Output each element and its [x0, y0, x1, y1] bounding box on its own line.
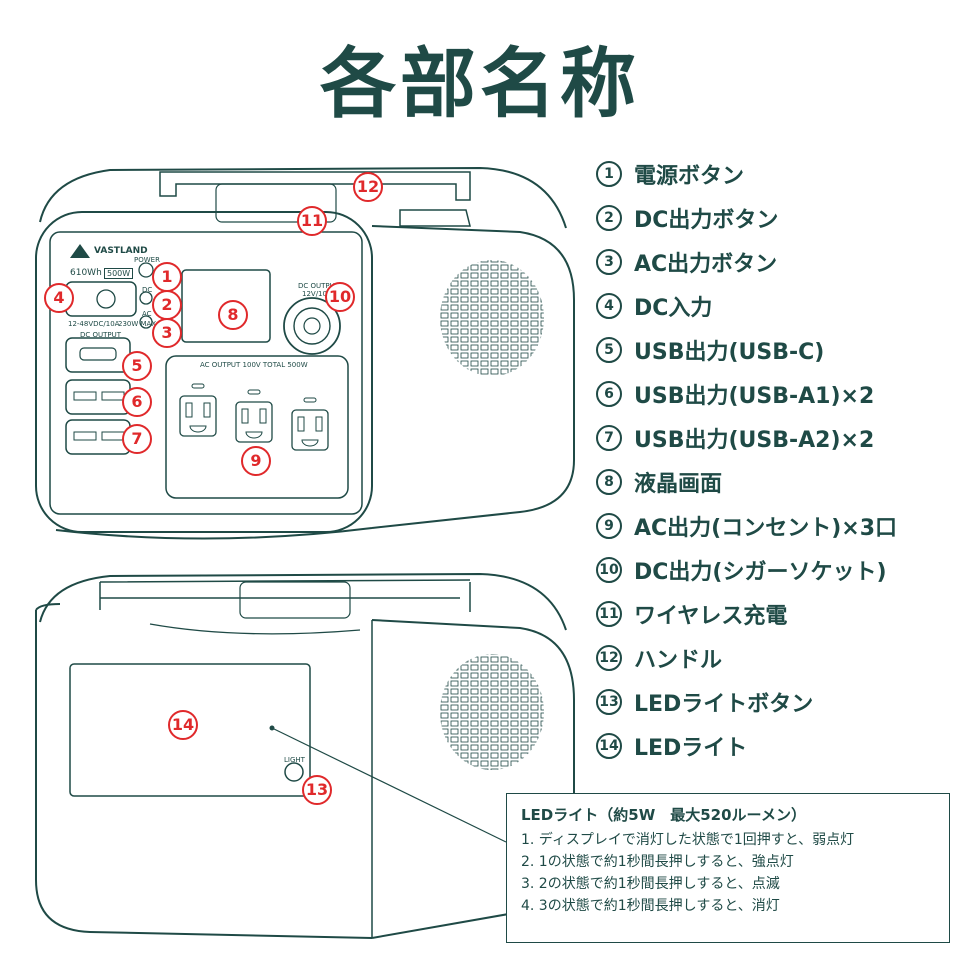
item-number: 13 [596, 689, 622, 715]
item-number: 7 [596, 425, 622, 451]
led-info-heading: LEDライト（約5W 最大520ルーメン） [521, 806, 806, 824]
callout-11: 11 [297, 206, 327, 236]
item-label: AC出力ボタン [634, 252, 778, 277]
item-number: 4 [596, 293, 622, 319]
dc-output-panel-label: DC OUTPUT [80, 331, 122, 339]
list-item: 1 電源ボタン [596, 152, 956, 196]
list-item: 4 DC入力 [596, 284, 956, 328]
speaker-grill [440, 260, 544, 376]
callout-13: 13 [302, 775, 332, 805]
item-number: 11 [596, 601, 622, 627]
led-info-line: 2. 1の状態で約1秒間長押しすると、強点灯 [521, 854, 794, 870]
item-number: 6 [596, 381, 622, 407]
list-item: 8 液晶画面 [596, 460, 956, 504]
callout-3: 3 [152, 318, 182, 348]
item-label: 液晶画面 [634, 472, 723, 497]
led-info-line: 3. 2の状態で約1秒間長押しすると、点滅 [521, 876, 780, 892]
list-item: 3 AC出力ボタン [596, 240, 956, 284]
list-item: 11 ワイヤレス充電 [596, 592, 956, 636]
callout-6: 6 [122, 387, 152, 417]
callout-9: 9 [241, 446, 271, 476]
list-item: 7 USB出力(USB-A2)×2 [596, 416, 956, 460]
list-item: 6 USB出力(USB-A1)×2 [596, 372, 956, 416]
callout-8: 8 [218, 300, 248, 330]
callout-5: 5 [122, 351, 152, 381]
brand-label: VASTLAND [94, 246, 148, 256]
list-item: 13 LEDライトボタン [596, 680, 956, 724]
light-label: LIGHT [284, 756, 305, 764]
item-number: 2 [596, 205, 622, 231]
item-label: DC出力ボタン [634, 208, 779, 233]
item-number: 1 [596, 161, 622, 187]
list-item: 9 AC出力(コンセント)×3口 [596, 504, 956, 548]
item-number: 12 [596, 645, 622, 671]
callout-10: 10 [325, 282, 355, 312]
dc-output-rating-label: 12V/10A [302, 290, 332, 298]
ac-label: AC [142, 310, 152, 318]
item-label: DC入力 [634, 296, 713, 321]
item-number: 3 [596, 249, 622, 275]
callout-12: 12 [353, 172, 383, 202]
callout-1: 1 [152, 262, 182, 292]
dc-output-socket-label: DC OUTPUT [298, 282, 340, 290]
item-number: 9 [596, 513, 622, 539]
dc-label: DC [142, 286, 153, 294]
brand-logo-icon [70, 244, 90, 258]
item-label: USB出力(USB-A2)×2 [634, 428, 875, 453]
item-label: USB出力(USB-A1)×2 [634, 384, 875, 409]
list-item: 10 DC出力(シガーソケット) [596, 548, 956, 592]
item-label: USB出力(USB-C) [634, 340, 825, 365]
list-item: 12 ハンドル [596, 636, 956, 680]
power-label: POWER [134, 256, 160, 264]
ac-max-label: 230W MAX [118, 320, 157, 328]
dc-input-label: 12-48VDC/10A [68, 320, 120, 328]
item-label: LEDライト [634, 736, 748, 761]
led-info-line: 1. ディスプレイで消灯した状態で1回押すと、弱点灯 [521, 832, 855, 848]
device-back-view [35, 572, 575, 939]
item-label: DC出力(シガーソケット) [634, 560, 887, 585]
callout-7: 7 [122, 424, 152, 454]
list-item: 14 LEDライト [596, 724, 956, 768]
callout-2: 2 [152, 290, 182, 320]
item-label: 電源ボタン [634, 164, 745, 189]
item-number: 14 [596, 733, 622, 759]
item-label: ワイヤレス充電 [634, 604, 788, 629]
led-info-line: 4. 3の状態で約1秒間長押しすると、消灯 [521, 898, 780, 914]
item-label: ハンドル [634, 648, 723, 673]
page-title: 各部名称 [320, 39, 640, 128]
pointer-line [271, 727, 507, 843]
list-item: 5 USB出力(USB-C) [596, 328, 956, 372]
callout-4: 4 [44, 283, 74, 313]
item-number: 5 [596, 337, 622, 363]
callout-14: 14 [168, 710, 198, 740]
item-number: 8 [596, 469, 622, 495]
list-item: 2 DC出力ボタン [596, 196, 956, 240]
speaker-grill [440, 654, 544, 770]
rated-label: 500W [104, 268, 134, 279]
capacity-label: 610Wh [70, 268, 102, 278]
item-number: 10 [596, 557, 622, 583]
ac-output-label: AC OUTPUT 100V TOTAL 500W [200, 361, 308, 369]
item-label: AC出力(コンセント)×3口 [634, 516, 898, 541]
item-label: LEDライトボタン [634, 692, 814, 717]
led-info-box: LEDライト（約5W 最大520ルーメン） 1. ディスプレイで消灯した状態で1… [506, 793, 950, 943]
